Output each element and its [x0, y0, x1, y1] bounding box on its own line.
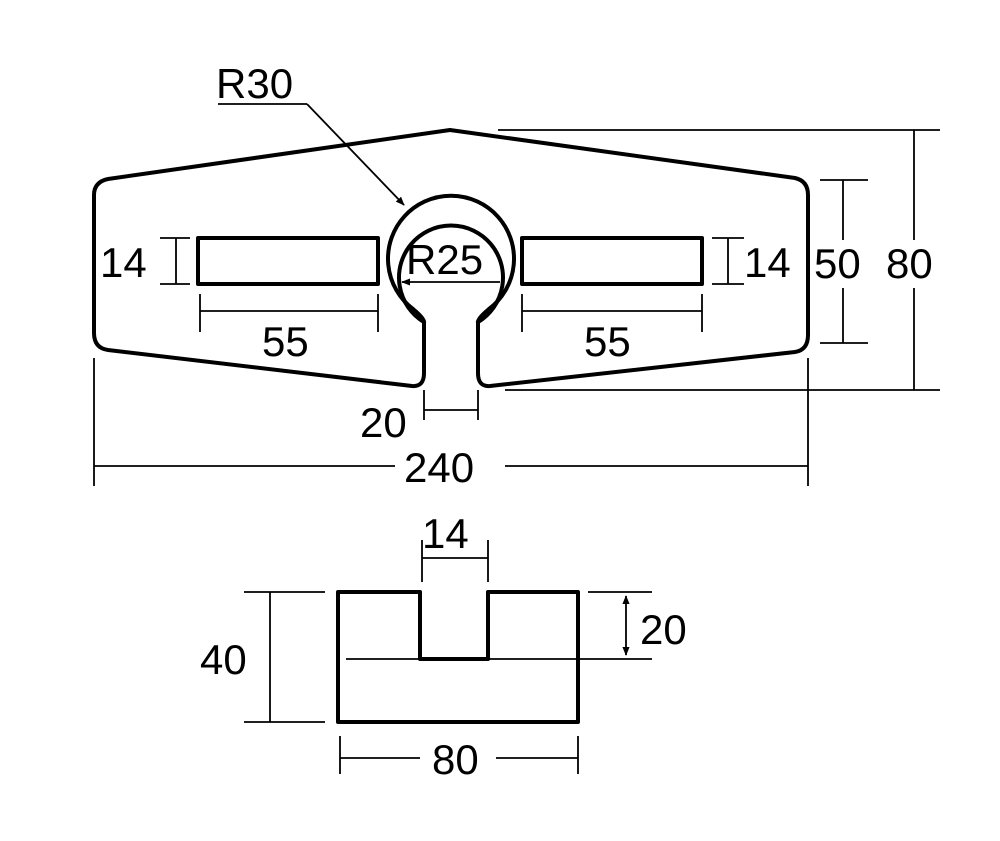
groove-width-dimension: 14	[421, 510, 489, 582]
left-slot-height-dimension: 14	[100, 237, 190, 286]
neck-width-dimension: 20	[360, 390, 479, 446]
right-slot-length-dimension: 55	[521, 294, 703, 365]
groove-depth-label: 20	[640, 606, 687, 653]
left-slot-length-dimension: 55	[199, 294, 379, 365]
right-slot-height-dimension: 14	[712, 237, 791, 286]
edge-height-dimension: 50	[814, 179, 868, 344]
groove-width-label: 14	[422, 510, 469, 557]
r25-label: R25	[406, 236, 483, 283]
overall-width-dimension: 240	[93, 358, 809, 491]
r30-label: R30	[216, 60, 293, 107]
left-slot-height-label: 14	[100, 239, 147, 286]
r25-callout: R25	[401, 236, 500, 286]
overall-width-label: 240	[404, 444, 474, 491]
side-view-outline	[336, 590, 580, 724]
left-slot-length-label: 55	[262, 318, 309, 365]
total-height-label: 80	[886, 240, 933, 287]
top-view: R30 R25 14 14 55	[92, 60, 940, 491]
total-height-dimension: 80	[498, 129, 940, 391]
edge-height-label: 50	[814, 240, 861, 287]
outer-ring	[386, 193, 516, 311]
side-height-label: 40	[200, 636, 247, 683]
side-width-label: 80	[432, 736, 479, 783]
right-slot-height-label: 14	[744, 239, 791, 286]
r30-callout: R30	[216, 60, 405, 206]
side-height-dimension: 40	[200, 591, 325, 723]
left-slot	[196, 236, 380, 286]
neck-width-label: 20	[360, 399, 407, 446]
side-width-dimension: 80	[339, 736, 579, 783]
right-slot-length-label: 55	[584, 318, 631, 365]
side-view: 14 20 40 80	[200, 510, 687, 783]
right-slot	[520, 236, 704, 286]
groove-depth-dimension: 20	[588, 591, 687, 656]
